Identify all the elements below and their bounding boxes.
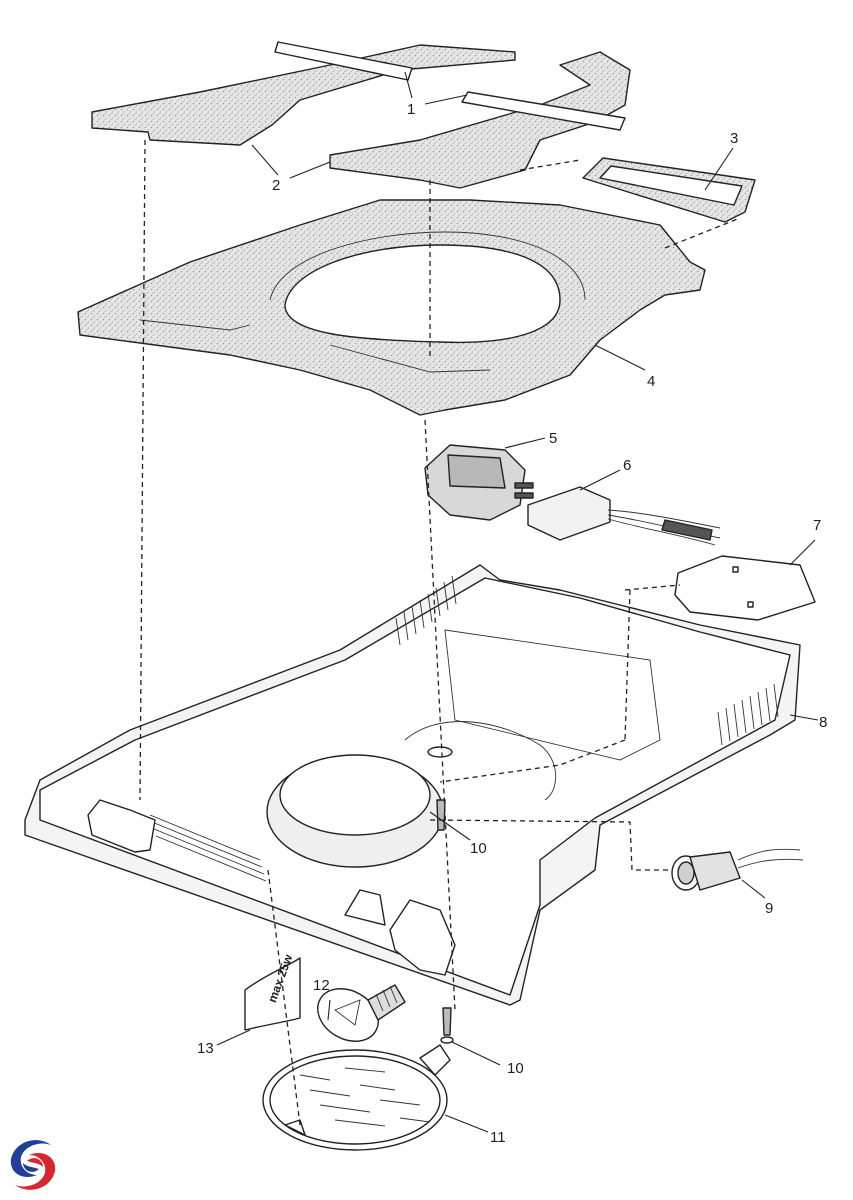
callout-2: 2 — [272, 177, 280, 194]
callout-12: 12 — [313, 977, 330, 994]
alignment-lines — [139, 139, 741, 1126]
callout-10-upper: 10 — [470, 840, 487, 857]
callout-5: 5 — [549, 430, 557, 447]
callout-10-lower: 10 — [507, 1060, 524, 1077]
light-bulb — [317, 984, 406, 1042]
wire-connector — [527, 486, 721, 546]
gasket-frame — [582, 157, 756, 223]
tape-strip-right — [461, 91, 626, 131]
callout-6: 6 — [623, 457, 631, 474]
callout-9: 9 — [765, 900, 773, 917]
callout-4: 4 — [647, 373, 655, 390]
lens-cover — [262, 1044, 451, 1151]
callout-11: 11 — [490, 1129, 506, 1146]
callout-3: 3 — [730, 130, 738, 147]
wattage-label: max 25w — [244, 952, 301, 1031]
callout-7: 7 — [813, 517, 821, 534]
foam-insulation-tray — [77, 199, 706, 416]
screw-top — [436, 799, 446, 831]
callouts: 1 2 3 4 5 6 7 8 9 10 10 11 12 13 — [197, 101, 827, 1146]
callout-13: 13 — [197, 1040, 214, 1057]
lamp-holder — [671, 848, 804, 891]
tape-strip-left — [274, 41, 413, 81]
foam-pad-right — [329, 51, 631, 189]
mounting-plate — [674, 555, 816, 621]
swirl-logo-icon — [6, 1138, 60, 1192]
leader-lines — [216, 71, 819, 1133]
hood-housing — [24, 564, 801, 1006]
screw-bottom — [440, 1007, 454, 1044]
callout-8: 8 — [819, 714, 827, 731]
callout-1: 1 — [407, 101, 415, 118]
foam-pad-left — [91, 44, 516, 146]
switch-module — [424, 444, 534, 521]
